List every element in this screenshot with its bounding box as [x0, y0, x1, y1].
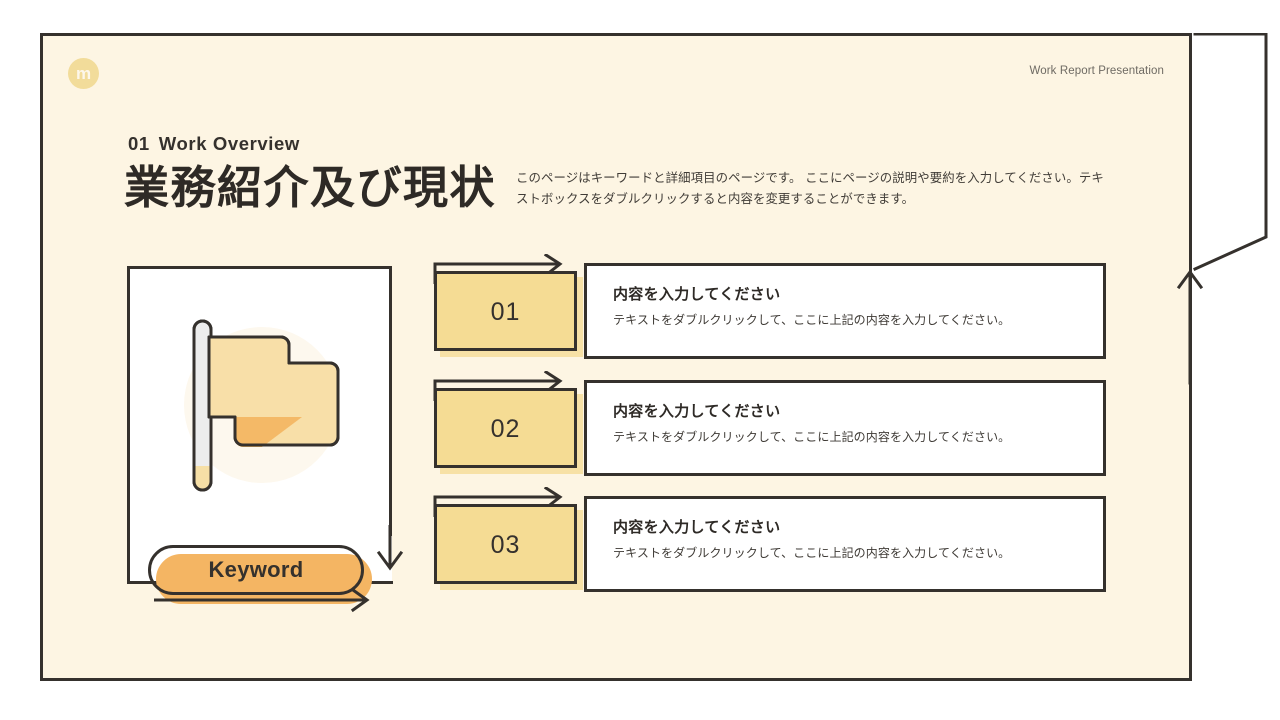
item-number: 01	[490, 297, 521, 326]
item-card: 内容を入力してください テキストをダブルクリックして、ここに上記の内容を入力して…	[584, 496, 1106, 592]
brand-logo-icon: m	[68, 58, 99, 89]
down-arrow-icon	[372, 523, 408, 571]
item-title: 内容を入力してください	[613, 519, 781, 536]
ribbon-decoration	[1192, 33, 1280, 273]
item-card: 内容を入力してください テキストをダブルクリックして、ここに上記の内容を入力して…	[584, 380, 1106, 476]
keyword-outline	[148, 545, 364, 595]
item-description: テキストをダブルクリックして、ここに上記の内容を入力してください。	[613, 546, 1011, 560]
panel-right-border	[389, 266, 392, 536]
item-card: 内容を入力してください テキストをダブルクリックして、ここに上記の内容を入力して…	[584, 263, 1106, 359]
item-number-box: 01	[434, 271, 577, 351]
keyword-label: Keyword	[208, 557, 304, 582]
item-title: 内容を入力してください	[613, 403, 781, 420]
panel-bottom-connector	[357, 581, 393, 584]
flag-icon	[150, 295, 370, 510]
list-item[interactable]: 01 内容を入力してください テキストをダブルクリックして、ここに上記の内容を入…	[433, 252, 1106, 366]
item-number: 02	[490, 414, 521, 443]
list-item[interactable]: 03 内容を入力してください テキストをダブルクリックして、ここに上記の内容を入…	[433, 485, 1106, 599]
item-number: 03	[490, 530, 521, 559]
item-number-box: 03	[434, 504, 577, 584]
lead-paragraph: このページはキーワードと詳細項目のページです。 ここにページの説明や要約を入力し…	[516, 171, 1104, 207]
list-item[interactable]: 02 内容を入力してください テキストをダブルクリックして、ここに上記の内容を入…	[433, 369, 1106, 483]
header-label: Work Report Presentation	[1029, 65, 1164, 77]
item-title: 内容を入力してください	[613, 286, 781, 303]
keyword-fill	[156, 554, 372, 604]
page-title: 業務紹介及び現状	[124, 162, 497, 213]
item-description: テキストをダブルクリックして、ここに上記の内容を入力してください。	[613, 430, 1011, 444]
item-description: テキストをダブルクリックして、ここに上記の内容を入力してください。	[613, 313, 1011, 327]
eyebrow-text: Work Overview	[158, 133, 300, 154]
item-number-box: 02	[434, 388, 577, 468]
up-arrow-icon	[1172, 265, 1208, 385]
section-eyebrow: 01 Work Overview	[128, 133, 300, 155]
keyword-badge[interactable]: Keyword	[148, 545, 380, 613]
eyebrow-number: 01	[128, 133, 150, 154]
logo-letter: m	[75, 64, 92, 83]
keyword-arrow-icon	[152, 587, 380, 613]
